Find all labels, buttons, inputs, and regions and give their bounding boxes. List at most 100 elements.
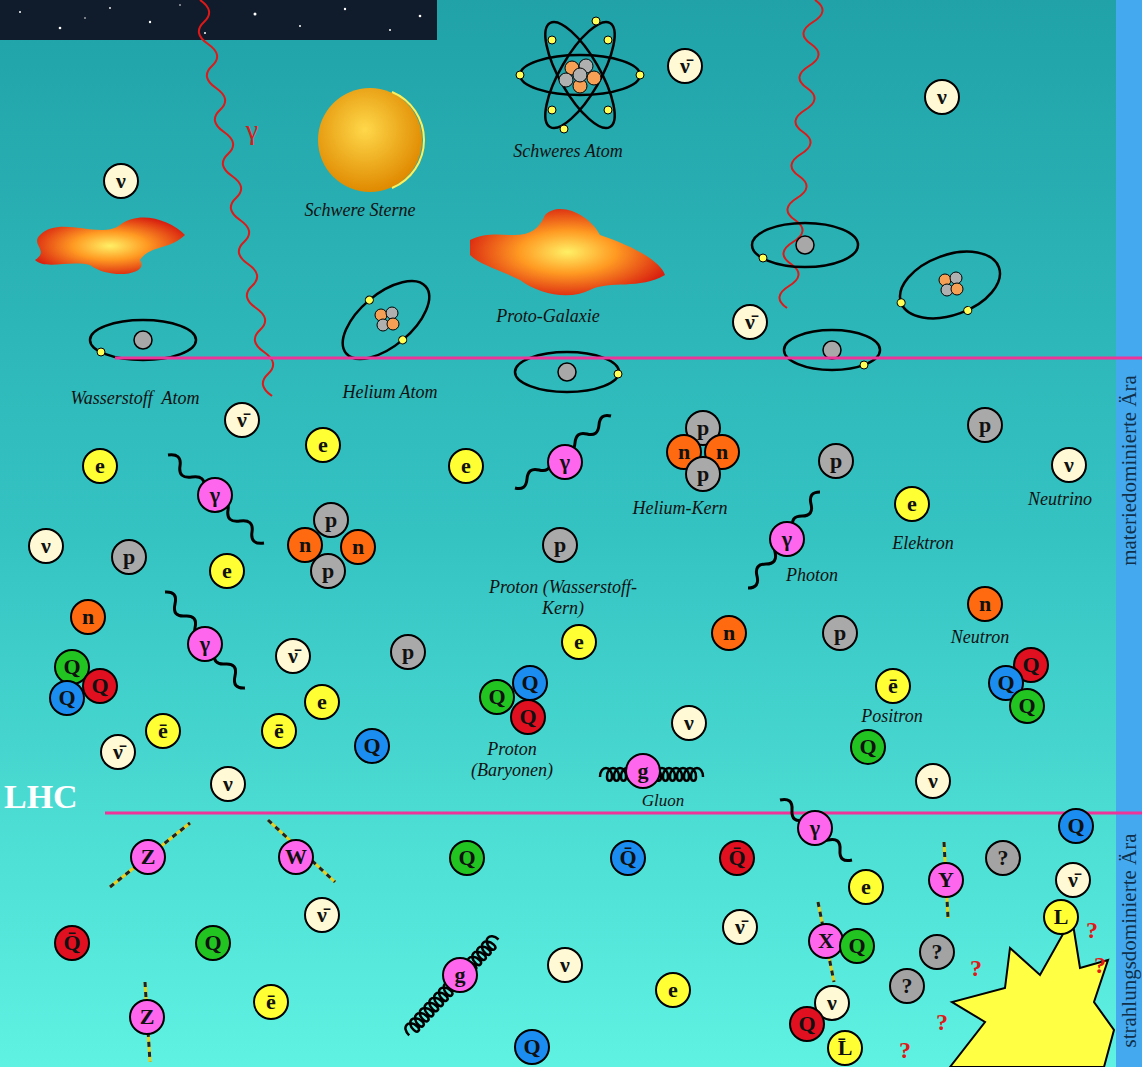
question-mark: ? [970,955,982,982]
heavy-star [318,88,422,192]
particle-symbol: Q [798,1013,815,1035]
helium-nucleus [939,272,963,296]
particle-circle: e [305,427,341,463]
particle-symbol: p [979,414,991,436]
heavy-atom [520,13,640,137]
lhc-line [105,812,1142,815]
particle-symbol: p [830,450,842,472]
particle-label: Wasserstoff Atom [70,388,199,409]
particle-symbol: n [678,441,690,463]
particle-circle: ē [145,713,181,749]
particle-circle: Q [354,728,390,764]
particle-circle: ē [253,984,289,1020]
particle-circle: L̄ [827,1030,863,1066]
proto-galaxy [470,209,665,295]
particle-symbol: Q [58,687,75,709]
era-line [115,357,1142,360]
hydrogen-atom [90,320,196,360]
particle-symbol: γ [560,451,570,473]
particle-symbol: Q [859,736,876,758]
particle-symbol: ν̄ [113,741,123,763]
particle-symbol: W [285,846,307,868]
particle-circle: ν̄ [275,638,311,674]
particle-circle: Q [850,729,886,765]
proto-galaxy [35,218,185,274]
particle-symbol: n [352,536,364,558]
particle-label: Photon [786,565,838,586]
particle-symbol: ē [274,720,284,742]
question-mark: ? [899,1037,911,1064]
particle-circle: γ [769,521,805,557]
particle-symbol: Q [63,656,80,678]
particle-symbol: Q [488,686,505,708]
particle-label: Proton (Baryonen) [457,739,567,781]
particle-circle: p [822,615,858,651]
star-highlight [392,92,424,188]
particle-symbol: γ [810,817,820,839]
particle-circle: n [340,529,376,565]
particle-symbol: e [668,979,678,1001]
particle-symbol: L̄ [838,1037,853,1059]
particle-symbol: Q [848,935,865,957]
particle-circle: e [304,684,340,720]
particle-symbol: Q [458,847,475,869]
particle-circle: Q [512,665,548,701]
particle-circle: p [967,407,1003,443]
particle-symbol: Q [1022,654,1039,676]
particle-symbol: ν [827,992,837,1014]
particle-symbol: ē [266,991,276,1013]
particle-circle: p [542,527,578,563]
particle-circle: p [818,443,854,479]
energy-label: LHC [4,778,78,816]
particle-label: Schweres Atom [513,141,623,162]
hydrogen-atom [752,223,858,267]
question-mark: ? [1094,952,1106,979]
particle-circle: Q̄ [54,925,90,961]
particle-symbol: ν [41,535,51,557]
gluon-spring [403,933,502,1038]
particle-circle: W [278,839,314,875]
question-mark: ? [1086,917,1098,944]
particle-symbol: e [461,455,471,477]
particle-symbol: Q [523,1036,540,1058]
particle-symbol: ν̄ [288,645,298,667]
particle-symbol: n [299,534,311,556]
particle-label: Helium Atom [342,382,437,403]
particle-symbol: ν̄ [745,311,755,333]
particle-circle: g [442,957,478,993]
particle-symbol: γ [200,633,210,655]
particle-circle: e [561,624,597,660]
particle-label: Neutron [951,627,1009,648]
particle-circle: Q [449,840,485,876]
particle-symbol: n [82,606,94,628]
particle-symbol: Q [204,932,221,954]
photon-wave [779,0,822,308]
particle-circle: L [1043,899,1079,935]
particle-symbol: p [322,560,334,582]
particle-symbol: Q [1018,695,1035,717]
particle-symbol: γ [782,528,792,550]
particle-symbol: Q̄ [728,847,745,869]
particle-circle: n [967,586,1003,622]
particle-circle: p [390,634,426,670]
particle-symbol: Z [140,1006,155,1028]
particle-circle: Q [1009,688,1045,724]
particle-symbol: e [222,560,232,582]
particle-symbol: X [818,930,834,952]
particle-circle: Q [195,925,231,961]
particle-symbol: ν̄ [237,409,247,431]
particle-label: Neutrino [1028,489,1092,510]
particle-symbol: Q [997,672,1014,694]
era-label: materiedominierte Ära [1116,375,1141,566]
particle-symbol: p [325,509,337,531]
particle-circle: ? [889,968,925,1004]
starfield [0,0,437,40]
particle-label: Proto-Galaxie [496,306,599,327]
particle-circle: ν̄ [100,734,136,770]
particle-circle: ν [915,763,951,799]
particle-circle: n [711,615,747,651]
particle-circle: ν [547,947,583,983]
particle-circle: Z [130,839,166,875]
particle-symbol: e [574,631,584,653]
particle-symbol: ν̄ [735,916,745,938]
